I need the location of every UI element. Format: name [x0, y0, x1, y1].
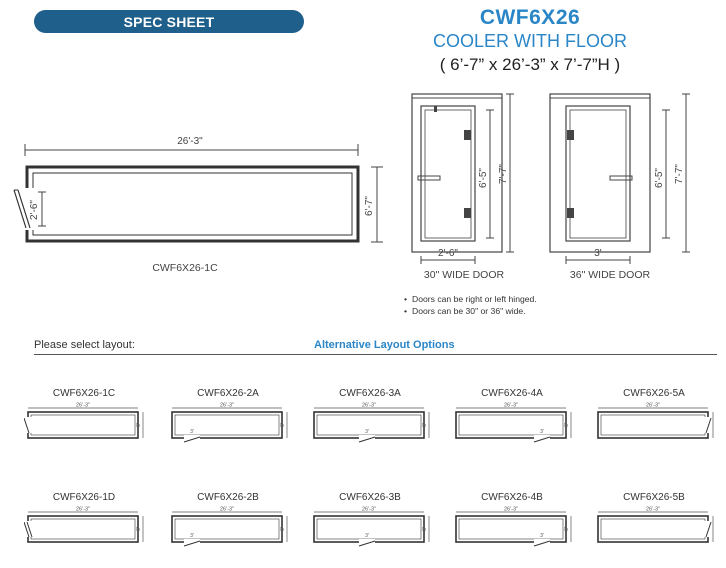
door-swing-mark	[183, 540, 201, 547]
thumb-width-label: 6'	[136, 527, 142, 531]
layout-option-label: CWF6X26-4B	[481, 492, 543, 503]
notes-list: Doors can be right or left hinged. Doors…	[404, 293, 537, 317]
thumb-length-label: 26'-3"	[220, 403, 234, 409]
thumb-width-label: 6'	[564, 423, 570, 427]
layout-option-label: CWF6X26-5A	[623, 388, 685, 399]
layout-option-label: CWF6X26-3A	[339, 388, 401, 399]
thumb-width-label: 6'	[280, 423, 286, 427]
layout-option-label: CWF6X26-2B	[197, 492, 259, 503]
thumb-length-label: 26'-3"	[504, 403, 518, 409]
door-swing-mark	[705, 521, 712, 538]
layout-option-cwf6x26-1d[interactable]: CWF6X26-1D 26'-3" 6'	[24, 492, 144, 552]
thumb-length-label: 26'-3"	[362, 403, 376, 409]
door-swing-mark	[183, 436, 201, 443]
door-swing-mark	[705, 417, 712, 434]
layout-option-label: CWF6X26-2A	[197, 388, 259, 399]
thumb-length-label: 26'-3"	[646, 403, 660, 409]
layout-option-label: CWF6X26-3B	[339, 492, 401, 503]
thumb-length-label: 26'-3"	[362, 507, 376, 513]
door-swing-mark	[358, 436, 376, 443]
alternative-layouts-heading: Alternative Layout Options	[314, 339, 455, 351]
layout-thumbnail: 26'-3" 6' 3'	[171, 507, 288, 547]
layout-thumbnail: 26'-3" 6' 3'	[455, 403, 572, 443]
thumb-width-label: 6'	[280, 527, 286, 531]
thumb-width-label: 6'	[422, 423, 428, 427]
layout-option-cwf6x26-4b[interactable]: CWF6X26-4B 26'-3" 6' 3'	[452, 492, 572, 552]
layout-option-cwf6x26-5a[interactable]: CWF6X26-5A 26'-3"6'	[594, 388, 714, 448]
layout-option-cwf6x26-2a[interactable]: CWF6X26-2A 26'-3" 6' 3'	[168, 388, 288, 448]
layout-thumbnail: 26'-3" 6' 3'	[313, 507, 430, 547]
elev30-door-height-label: 6'-5"	[478, 168, 489, 188]
thumb-length-label: 26'-3"	[76, 507, 90, 513]
layout-thumbnail: 26'-3"6'	[597, 507, 714, 543]
layout-option-label: CWF6X26-4A	[481, 388, 543, 399]
layout-option-cwf6x26-4a[interactable]: CWF6X26-4A 26'-3" 6' 3'	[452, 388, 572, 448]
note-item: Doors can be right or left hinged.	[404, 293, 537, 305]
thumb-length-label: 26'-3"	[76, 403, 90, 409]
thumb-length-label: 26'-3"	[646, 507, 660, 513]
select-layout-label: Please select layout:	[34, 339, 135, 351]
thumb-width-label: 6'	[564, 527, 570, 531]
model-number: CWF6X26	[479, 6, 581, 29]
elev36-width-label: 3'	[594, 248, 602, 259]
thumb-length-label: 26'-3"	[220, 507, 234, 513]
door-swing-mark	[24, 521, 30, 538]
layout-option-cwf6x26-3b[interactable]: CWF6X26-3B 26'-3" 6' 3'	[310, 492, 430, 552]
thumb-door-label: 3'	[190, 533, 194, 539]
elevation-30-caption: 30" WIDE DOOR	[423, 269, 505, 281]
layout-option-label: CWF6X26-1D	[52, 492, 116, 503]
plan-length-label: 26'-3"	[177, 136, 203, 147]
layout-option-cwf6x26-1c[interactable]: CWF6X26-1C 26'-3" 6'	[24, 388, 144, 448]
section-divider	[34, 354, 717, 355]
model-dimensions: ( 6’-7” x 26’-3” x 7’-7”H )	[439, 55, 621, 74]
elev36-height-label: 7'-7"	[674, 164, 685, 184]
door-swing-mark	[533, 436, 551, 443]
elevation-36-drawing: 6'-5" 7'-7" 3'	[549, 93, 690, 264]
layout-thumbnail: 26'-3" 6'	[24, 403, 144, 439]
layout-thumbnail: 26'-3" 6' 3'	[171, 403, 288, 443]
layout-option-cwf6x26-3a[interactable]: CWF6X26-3A 26'-3" 6' 3'	[310, 388, 430, 448]
thumb-door-label: 3'	[365, 429, 369, 435]
model-subtitle: COOLER WITH FLOOR	[432, 31, 627, 51]
door-swing-mark	[533, 540, 551, 547]
spec-sheet-badge: SPEC SHEET	[34, 10, 304, 33]
elevation-30-drawing: 6'-5" 7'-7" 2'-6"	[411, 93, 514, 264]
thumb-door-label: 3'	[190, 429, 194, 435]
plan-door-label: 2'-6"	[29, 200, 40, 220]
elev30-width-label: 2'-6"	[438, 248, 458, 259]
floor-plan-drawing: 26'-3" 2'-6" 6'-7"	[13, 136, 383, 243]
door-swing-mark	[24, 417, 30, 434]
door-swing-mark	[358, 540, 376, 547]
plan-caption: CWF6X26-1C	[152, 262, 218, 274]
thumb-door-label: 3'	[540, 533, 544, 539]
plan-width-label: 6'-7"	[364, 196, 375, 216]
layout-thumbnail: 26'-3" 6'	[24, 507, 144, 543]
note-item: Doors can be 30" or 36" wide.	[404, 305, 537, 317]
elev36-door-height-label: 6'-5"	[654, 168, 665, 188]
thumb-door-label: 3'	[540, 429, 544, 435]
layout-thumbnail: 26'-3"6'	[597, 403, 714, 439]
layout-option-label: CWF6X26-1C	[52, 388, 116, 399]
thumb-door-label: 3'	[365, 533, 369, 539]
door-swing-mark	[26, 521, 33, 538]
thumb-length-label: 26'-3"	[504, 507, 518, 513]
layout-option-cwf6x26-2b[interactable]: CWF6X26-2B 26'-3" 6' 3'	[168, 492, 288, 552]
thumb-width-label: 6'	[136, 423, 142, 427]
layout-option-label: CWF6X26-5B	[623, 492, 685, 503]
layout-thumbnail: 26'-3" 6' 3'	[455, 507, 572, 547]
layout-thumbnail: 26'-3" 6' 3'	[313, 403, 430, 443]
layout-option-cwf6x26-5b[interactable]: CWF6X26-5B 26'-3"6'	[594, 492, 714, 552]
elev30-height-label: 7'-7"	[498, 164, 509, 184]
thumb-width-label: 6'	[422, 527, 428, 531]
elevation-36-caption: 36" WIDE DOOR	[569, 269, 651, 281]
